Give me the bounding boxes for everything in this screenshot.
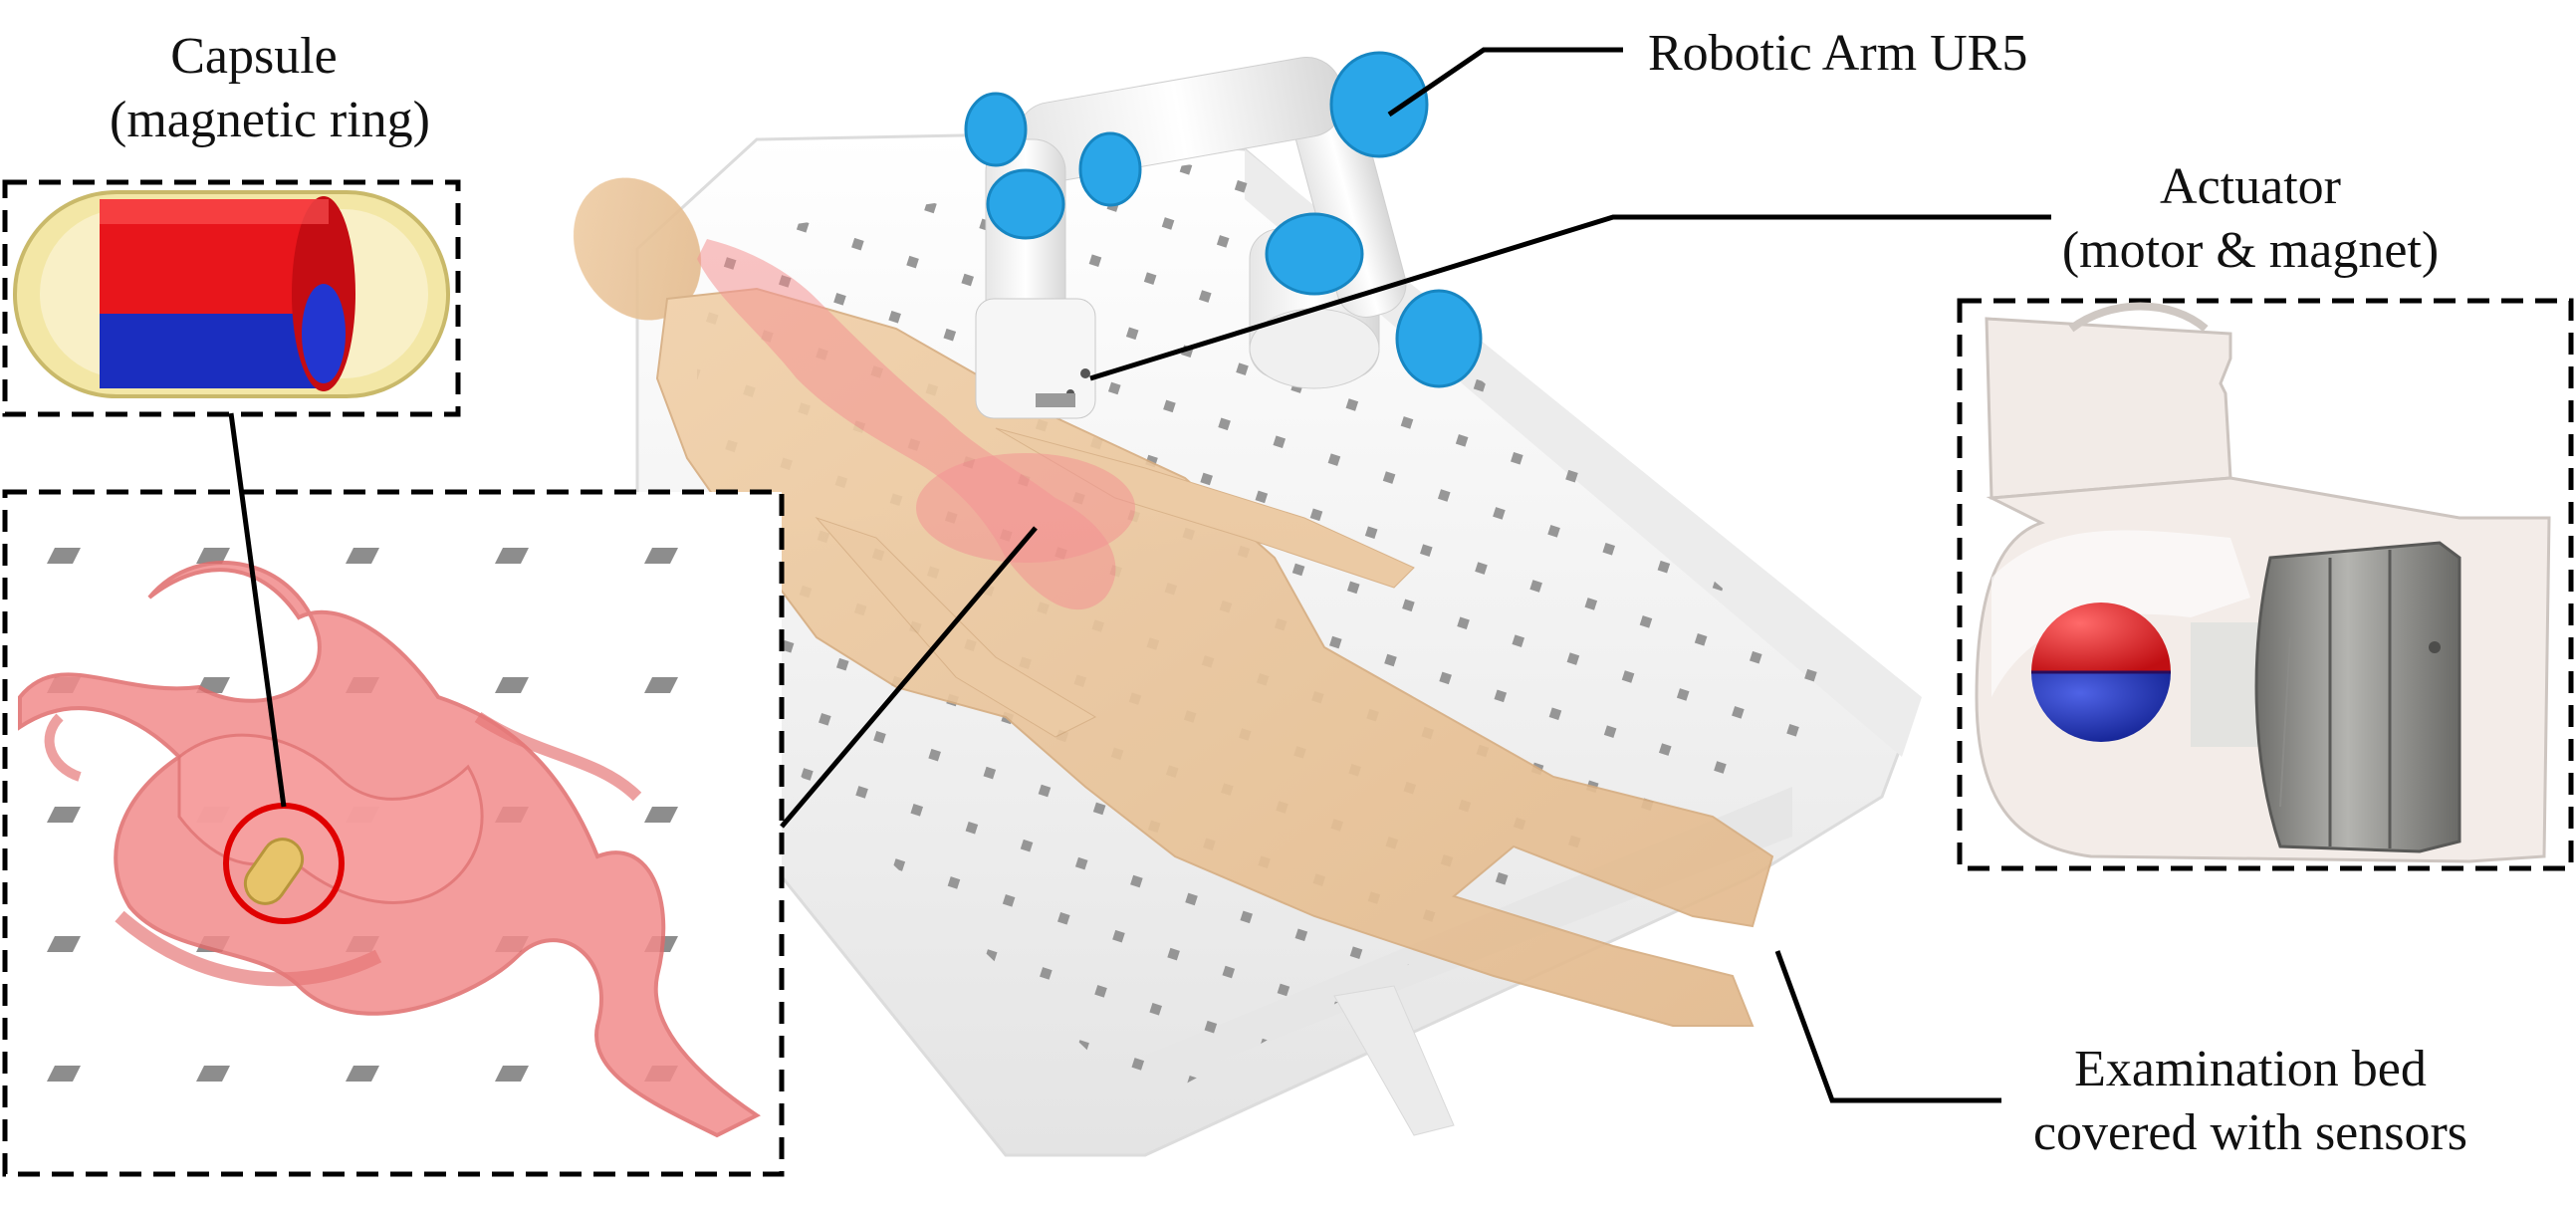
actuator-label-subtitle: (motor & magnet) xyxy=(2061,222,2440,279)
callout-arm-line xyxy=(1387,47,1623,118)
bed-label: Examination bed covered with sensors xyxy=(2001,1038,2499,1165)
robotic-arm-label: Robotic Arm UR5 xyxy=(1648,22,2086,86)
robotic-arm-ur5 xyxy=(964,51,1483,419)
bed-label-title: Examination bed xyxy=(2074,1041,2427,1097)
actuator-inset xyxy=(1957,298,2574,871)
capsule-label: Capsule (magnetic ring) xyxy=(110,25,430,152)
callout-bed-line xyxy=(1774,950,2001,1103)
callout-actuator-line xyxy=(1089,214,2051,381)
patient-body xyxy=(573,177,1774,1027)
callout-intestine-line xyxy=(780,526,1038,829)
robotic-arm-label-title: Robotic Arm UR5 xyxy=(1648,25,2028,82)
callout-lines xyxy=(228,47,2051,1103)
actuator-label: Actuator (motor & magnet) xyxy=(2031,155,2469,283)
actuator-label-title: Actuator xyxy=(2160,158,2341,215)
capsule-label-subtitle: (magnetic ring) xyxy=(110,92,430,148)
bed-label-subtitle: covered with sensors xyxy=(2032,1104,2468,1161)
capsule-label-title: Capsule xyxy=(170,28,338,85)
intestines-inset xyxy=(2,489,785,1177)
capsule-inset xyxy=(2,179,461,417)
callout-capsule-line xyxy=(228,412,287,808)
